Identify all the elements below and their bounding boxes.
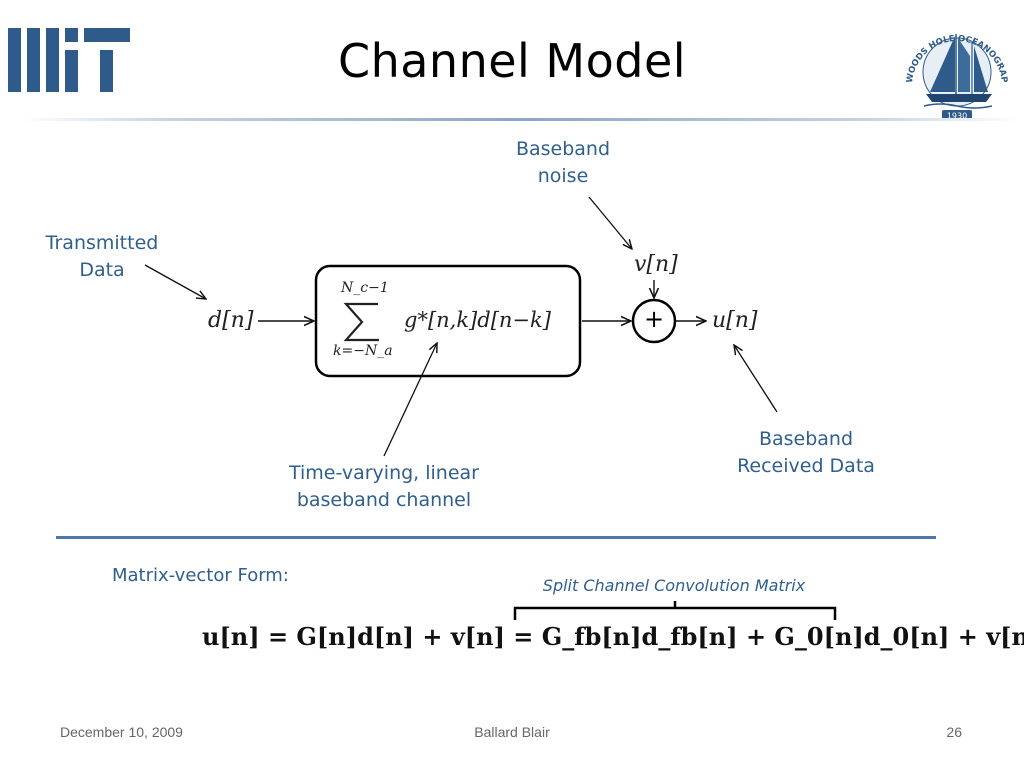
channel-description-label: Time-varying, linear baseband channel (274, 460, 494, 514)
split-matrix-brace (513, 601, 837, 620)
baseband-noise-line-1: Baseband (515, 138, 611, 160)
sum-upper-limit: N_c−1 (341, 280, 389, 296)
matrix-equation: u[n] = G[n]d[n] + v[n] = G_fb[n]d_fb[n] … (202, 622, 1024, 651)
header-divider (20, 118, 1020, 121)
baseband-noise-line-2: noise (537, 165, 589, 187)
channel-diagram (144, 196, 778, 457)
noise-symbol: v[n] (634, 252, 678, 277)
received-data-line-1: Baseband (758, 428, 854, 450)
transmitted-pointer-arrow (144, 264, 206, 299)
channel-pointer-arrow (383, 343, 437, 457)
sum-expression: g*[n,k]d[n−k] (404, 308, 551, 332)
footer-date: December 10, 2009 (60, 724, 183, 740)
received-data-line-2: Received Data (737, 455, 875, 477)
whoi-year: 1930 (947, 112, 967, 121)
received-data-label: Baseband Received Data (726, 426, 886, 480)
transmitted-data-line-2: Data (79, 259, 125, 281)
page-number: 26 (946, 724, 962, 740)
sum-lower-limit: k=−N_a (333, 343, 393, 359)
channel-description-line-1: Time-varying, linear (289, 462, 479, 484)
matrix-form-heading: Matrix-vector Form: (112, 565, 289, 586)
brace-label: Split Channel Convolution Matrix (542, 576, 806, 595)
section-divider (56, 536, 936, 539)
whoi-logo: WOODS HOLE OCEANOGRAPHIC INSTITUTION 193… (896, 9, 1012, 121)
noise-pointer-arrow (588, 196, 632, 249)
summation-sigma (343, 302, 379, 342)
footer-author: Ballard Blair (474, 724, 550, 740)
adder-plus: + (643, 305, 665, 333)
mit-logo (8, 28, 130, 92)
channel-description-line-2: baseband channel (296, 489, 472, 511)
transmitted-data-label: Transmitted Data (37, 230, 167, 284)
received-pointer-arrow (734, 345, 778, 413)
slide-title: Channel Model (337, 34, 687, 88)
transmitted-data-line-1: Transmitted (45, 232, 159, 254)
baseband-noise-label: Baseband noise (503, 136, 623, 190)
channel-box (314, 264, 582, 378)
output-symbol: u[n] (712, 308, 758, 333)
adder-circle (631, 298, 677, 344)
input-symbol: d[n] (208, 308, 254, 333)
